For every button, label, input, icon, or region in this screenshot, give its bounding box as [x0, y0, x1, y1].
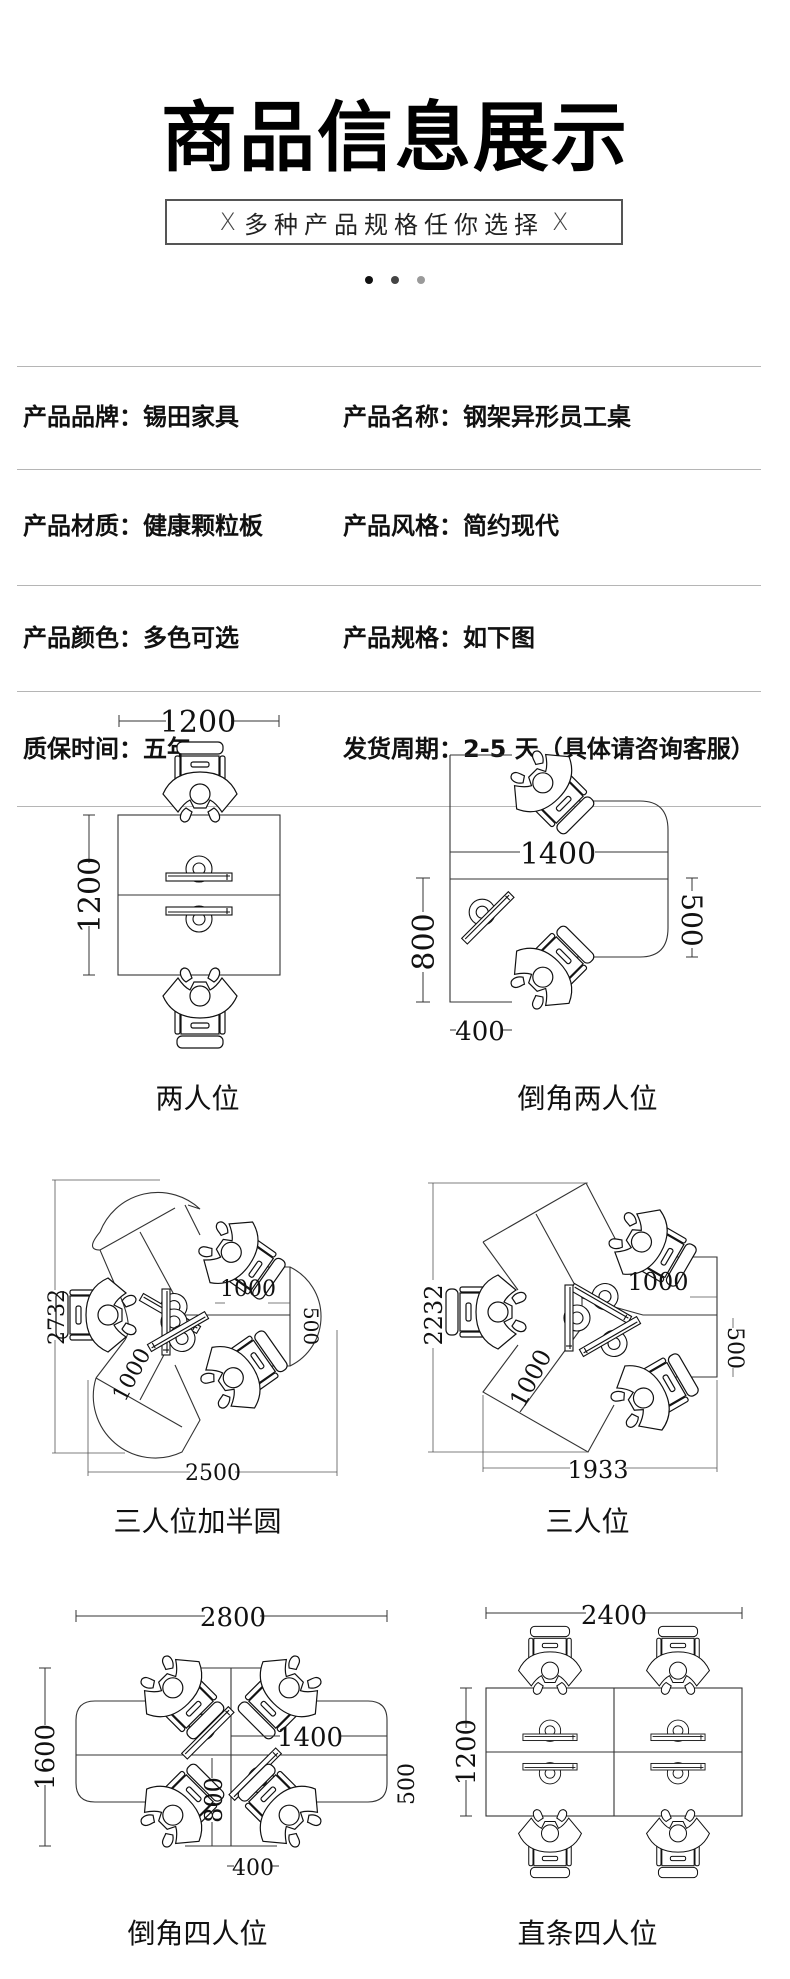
desk-outline	[75, 1667, 388, 1847]
dimension-lines	[83, 715, 280, 976]
dim-depth: 1200	[452, 1719, 482, 1785]
chair-person-icon	[496, 736, 607, 847]
dim-width: 1200	[160, 705, 236, 740]
layout-caption: 倒角四人位	[127, 1917, 268, 1950]
dim-length: 1400	[520, 837, 596, 872]
layout-caption: 两人位	[155, 1082, 240, 1115]
dimension-lines	[52, 1179, 338, 1476]
dim-arm2: 1000	[504, 1345, 557, 1412]
desk-outline	[482, 1182, 718, 1453]
layout-caption: 三人位	[545, 1505, 630, 1538]
dim-height: 2232	[420, 1284, 448, 1345]
spec-brand: 产品品牌：锡田家具	[23, 403, 239, 431]
dim-height: 2732	[45, 1289, 70, 1345]
layout-two-person: 1200 1200	[73, 705, 281, 1049]
monitor-icon	[522, 1719, 578, 1742]
monitor-icon	[578, 1315, 650, 1372]
dimension-lines	[416, 851, 698, 1031]
desk-outline	[485, 1687, 743, 1817]
monitor-icon	[650, 1762, 706, 1785]
carousel-dot[interactable]	[417, 276, 425, 284]
divider	[17, 806, 761, 807]
dim-radius: 500	[299, 1307, 323, 1345]
spec-style: 产品风格：简约现代	[343, 512, 559, 540]
subtitle-mark-left: X	[219, 208, 236, 236]
monitor-icon	[165, 855, 233, 883]
chair-person-icon	[445, 1274, 527, 1350]
monitor-icon	[165, 905, 233, 933]
chair-person-icon	[225, 1751, 336, 1862]
dim-width: 2400	[581, 1601, 647, 1631]
dimension-lines	[428, 1182, 734, 1472]
monitor-icon	[650, 1719, 706, 1742]
divider	[17, 691, 761, 692]
chair-person-icon	[496, 913, 607, 1024]
dim-radius: 500	[675, 893, 708, 946]
layout-three-person-semicircle: 2732 2500 1000 1000 500	[45, 1179, 338, 1486]
dim-depth: 500	[722, 1327, 747, 1369]
spec-color: 产品颜色：多色可选	[23, 624, 239, 652]
dim-leg: 400	[232, 1856, 274, 1881]
spec-product-name: 产品名称：钢架异形员工桌	[343, 403, 631, 431]
desk-outline	[91, 1191, 322, 1459]
subtitle-mark-right: X	[552, 208, 569, 236]
chair-person-icon	[162, 967, 238, 1049]
divider	[17, 585, 761, 586]
dim-inner: 800	[200, 1777, 228, 1823]
dim-depth: 1200	[73, 857, 108, 933]
dim-leg: 400	[455, 1017, 505, 1047]
spec-delivery: 发货周期：2-5 天（具体请咨询客服）	[343, 735, 755, 763]
dim-half: 1400	[277, 1723, 343, 1753]
desk-outline	[449, 754, 669, 1003]
chair-person-icon	[646, 1625, 710, 1695]
dim-radius: 500	[395, 1763, 420, 1805]
layout-caption: 直条四人位	[517, 1917, 658, 1950]
spec-warranty: 质保时间：五年	[23, 735, 191, 763]
divider	[17, 366, 761, 367]
dim-width: 2800	[200, 1603, 266, 1633]
dim-arm1: 1000	[627, 1268, 688, 1296]
monitor-icon	[449, 879, 516, 946]
layout-straight-four-person: 2400 1200 500	[395, 1601, 743, 1879]
dim-width: 1933	[567, 1456, 628, 1484]
dim-depth: 800	[407, 913, 442, 970]
monitor-icon	[522, 1762, 578, 1785]
dim-width: 2500	[185, 1461, 241, 1486]
divider	[17, 469, 761, 470]
chair-person-icon	[646, 1809, 710, 1879]
carousel-dot[interactable]	[365, 276, 373, 284]
chair-person-icon	[518, 1625, 582, 1695]
spec-size: 产品规格：如下图	[343, 624, 535, 652]
subtitle-text: 多种产品规格任你选择	[244, 210, 544, 239]
layout-chamfer-four-person: 2800 1600 1400 800 400 500	[31, 1603, 395, 1881]
layout-caption: 倒角两人位	[517, 1082, 658, 1115]
dim-radius: 500	[392, 1769, 395, 1811]
subtitle-box: X 多种产品规格任你选择 X	[165, 199, 623, 245]
chair-person-icon	[126, 1641, 237, 1752]
desk-outline	[117, 814, 281, 976]
layout-caption: 三人位加半圆	[113, 1505, 282, 1538]
dimension-lines	[39, 1610, 388, 1867]
carousel-dot[interactable]	[391, 276, 399, 284]
dim-depth: 1600	[31, 1724, 61, 1790]
chair-person-icon	[518, 1809, 582, 1879]
layout-three-person: 2232 1933 1000 1000 500	[420, 1182, 747, 1484]
layout-chamfer-two-person: 1400 800 500 400	[407, 736, 708, 1047]
carousel-dots	[0, 276, 790, 284]
chair-person-icon	[162, 741, 238, 823]
dimension-lines	[460, 1607, 743, 1817]
chair-person-icon	[188, 1316, 298, 1425]
dim-arm1: 1000	[220, 1277, 276, 1302]
spec-material: 产品材质：健康颗粒板	[23, 512, 263, 540]
page-title: 商品信息展示	[161, 93, 629, 182]
